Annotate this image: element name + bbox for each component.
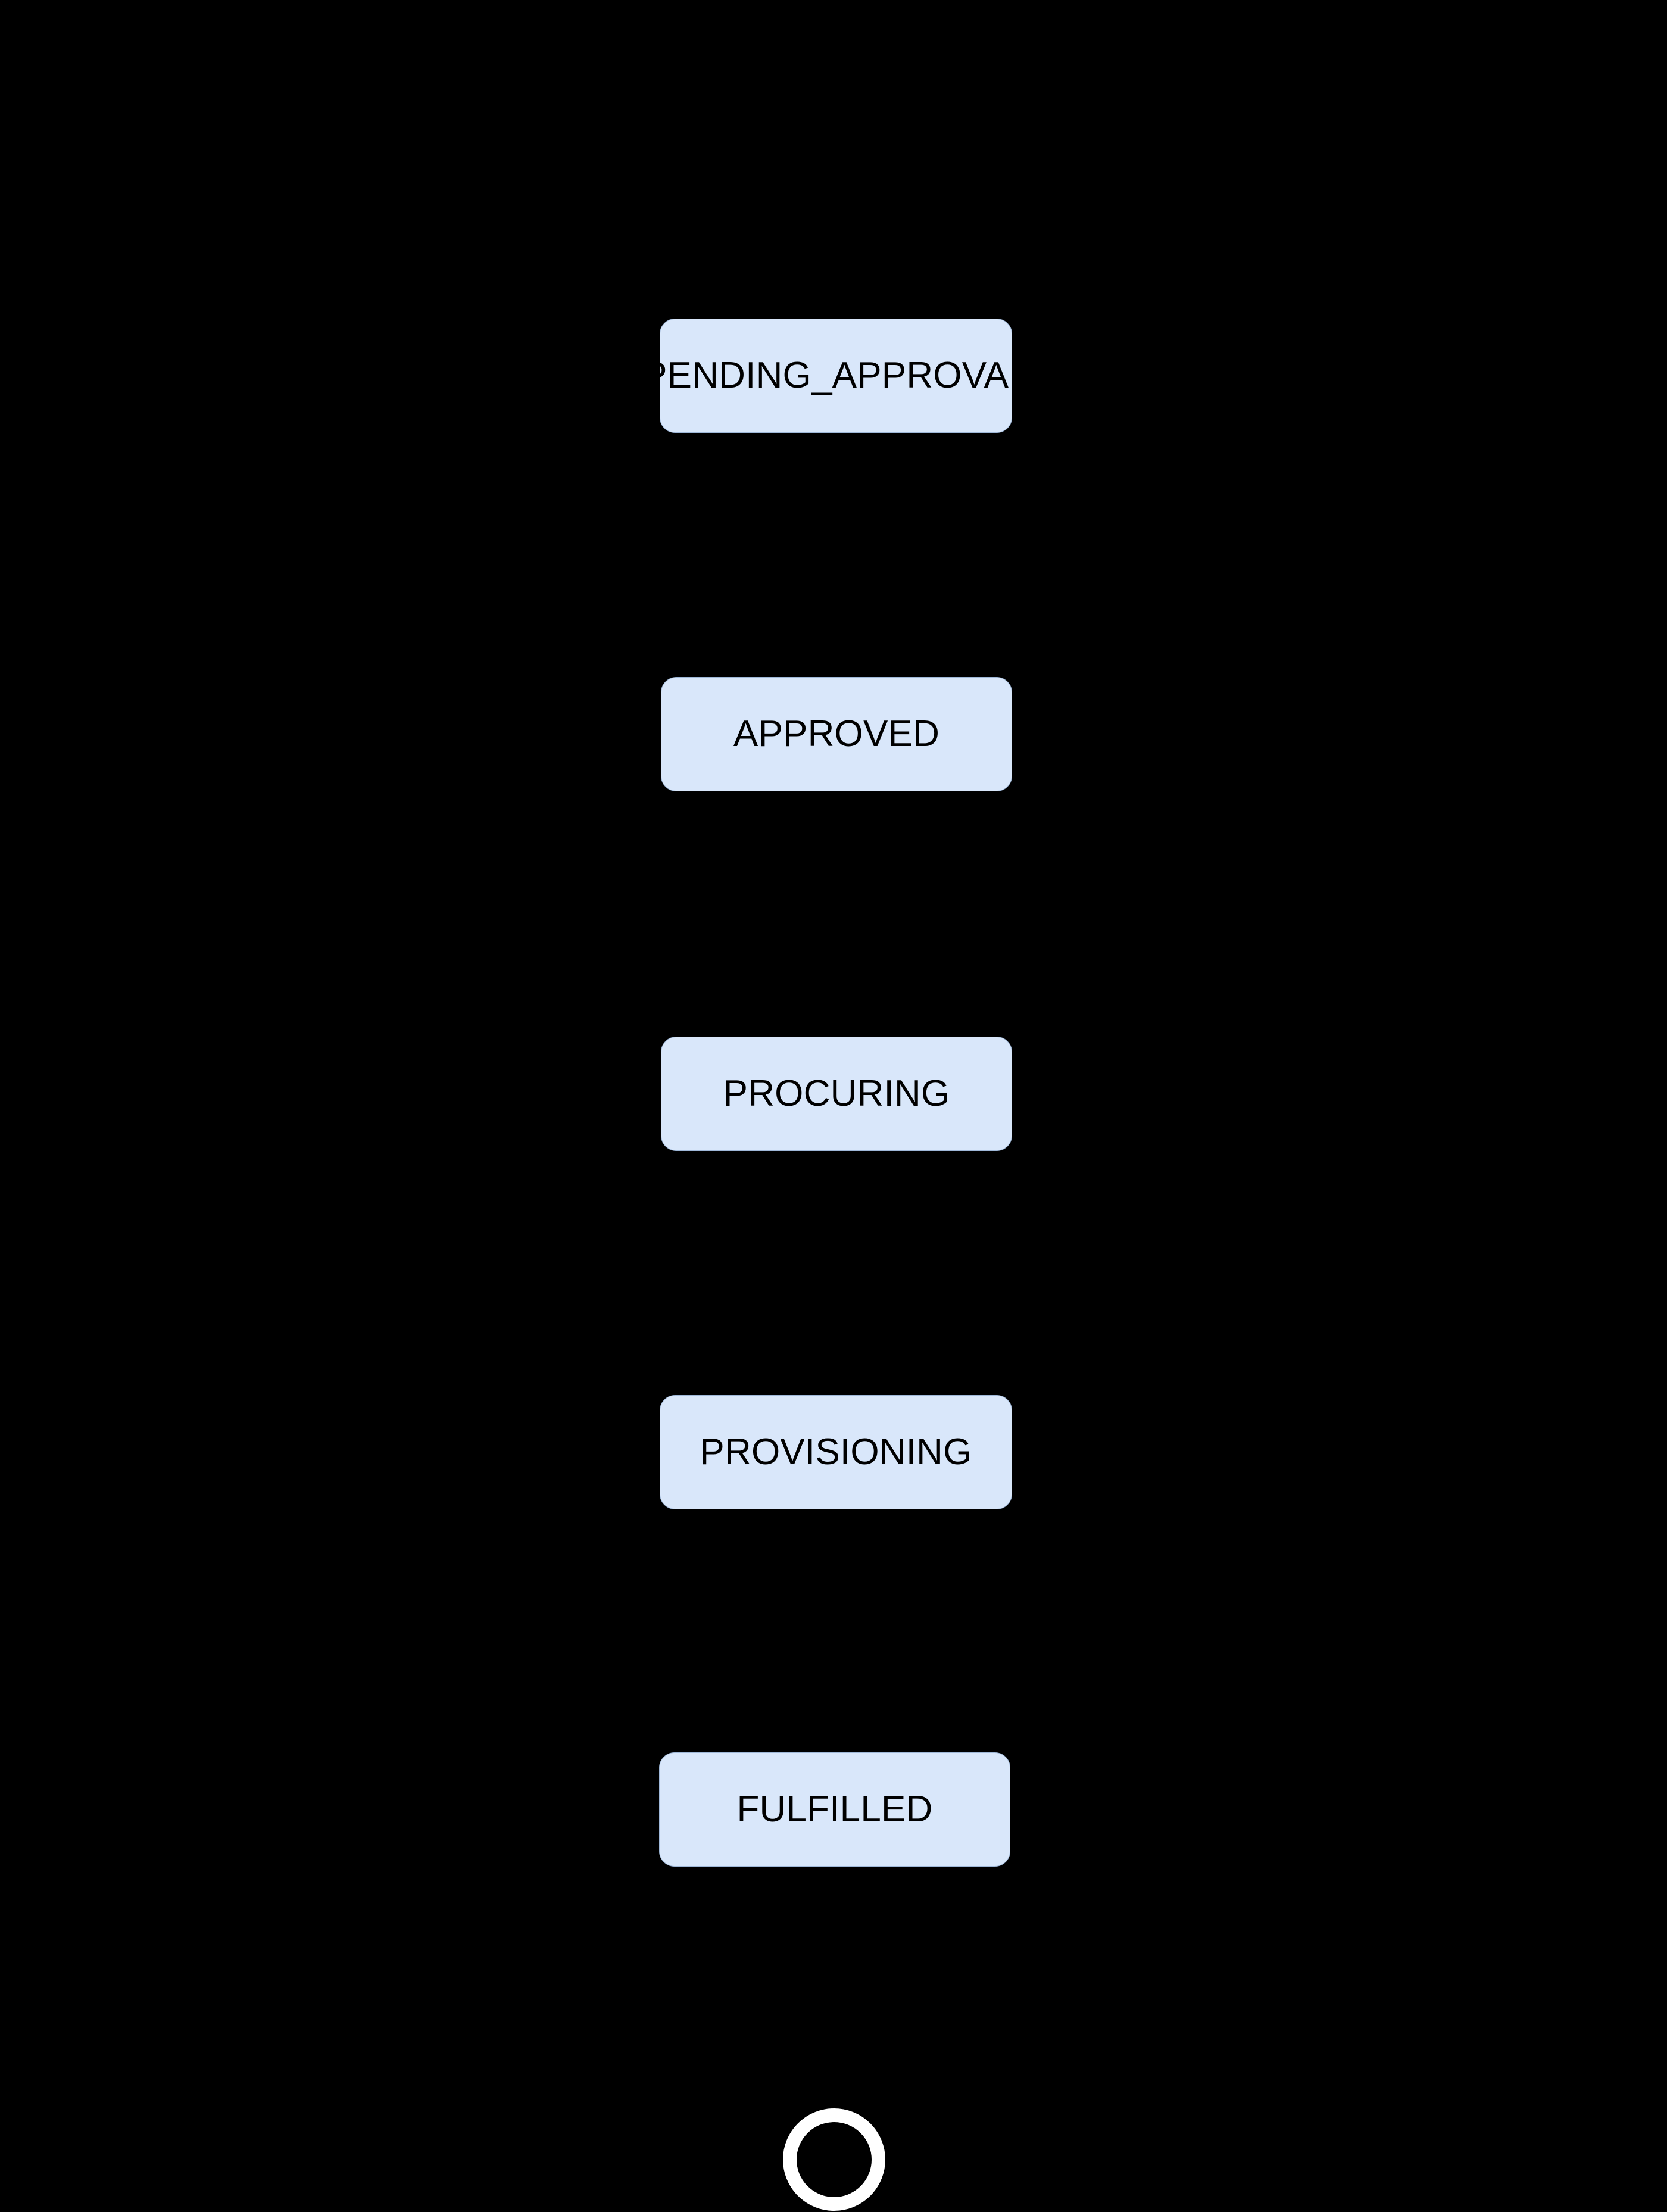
state-node-label: FULFILLED <box>736 1789 933 1830</box>
state-node-procuring[interactable]: PROCURING <box>661 1037 1012 1151</box>
state-node-label: PENDING_APPROVAL <box>642 355 1029 396</box>
end-state-node[interactable] <box>783 2108 885 2211</box>
state-node-provisioning[interactable]: PROVISIONING <box>660 1395 1012 1509</box>
state-node-pending-approval[interactable]: PENDING_APPROVAL <box>642 319 1029 433</box>
state-node-label: PROCURING <box>723 1073 950 1114</box>
state-node-fulfilled[interactable]: FULFILLED <box>659 1752 1010 1867</box>
state-node-approved[interactable]: APPROVED <box>661 677 1012 791</box>
state-node-label: APPROVED <box>733 713 940 754</box>
state-node-label: PROVISIONING <box>700 1431 972 1472</box>
